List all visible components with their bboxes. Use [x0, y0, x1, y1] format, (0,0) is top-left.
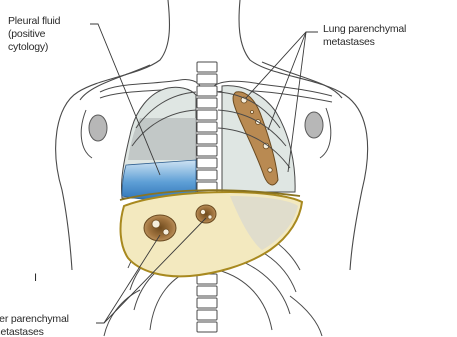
liver-metastasis-small — [196, 205, 216, 223]
pleural-fluid-label: Pleural fluid (positive cytology) — [8, 15, 60, 54]
pleural-fluid-label-line2: (positive — [8, 28, 60, 41]
pleural-fluid-label-line3: cytology) — [8, 41, 60, 54]
panel-marker: I — [34, 272, 37, 284]
lung-metastases-label: Lung parenchymal metastases — [323, 23, 406, 49]
lung-metastases-label-line2: metastases — [323, 36, 406, 49]
liver-metastases-label-line1: iver parenchymal — [0, 313, 69, 326]
liver-metastases-label: iver parenchymal metastases — [0, 313, 69, 337]
liver-metastasis-large — [144, 215, 176, 241]
liver-metastases-label-line2: metastases — [0, 326, 69, 337]
pleural-fluid-label-line1: Pleural fluid — [8, 15, 60, 28]
lung-metastases-label-line1: Lung parenchymal — [323, 23, 406, 36]
